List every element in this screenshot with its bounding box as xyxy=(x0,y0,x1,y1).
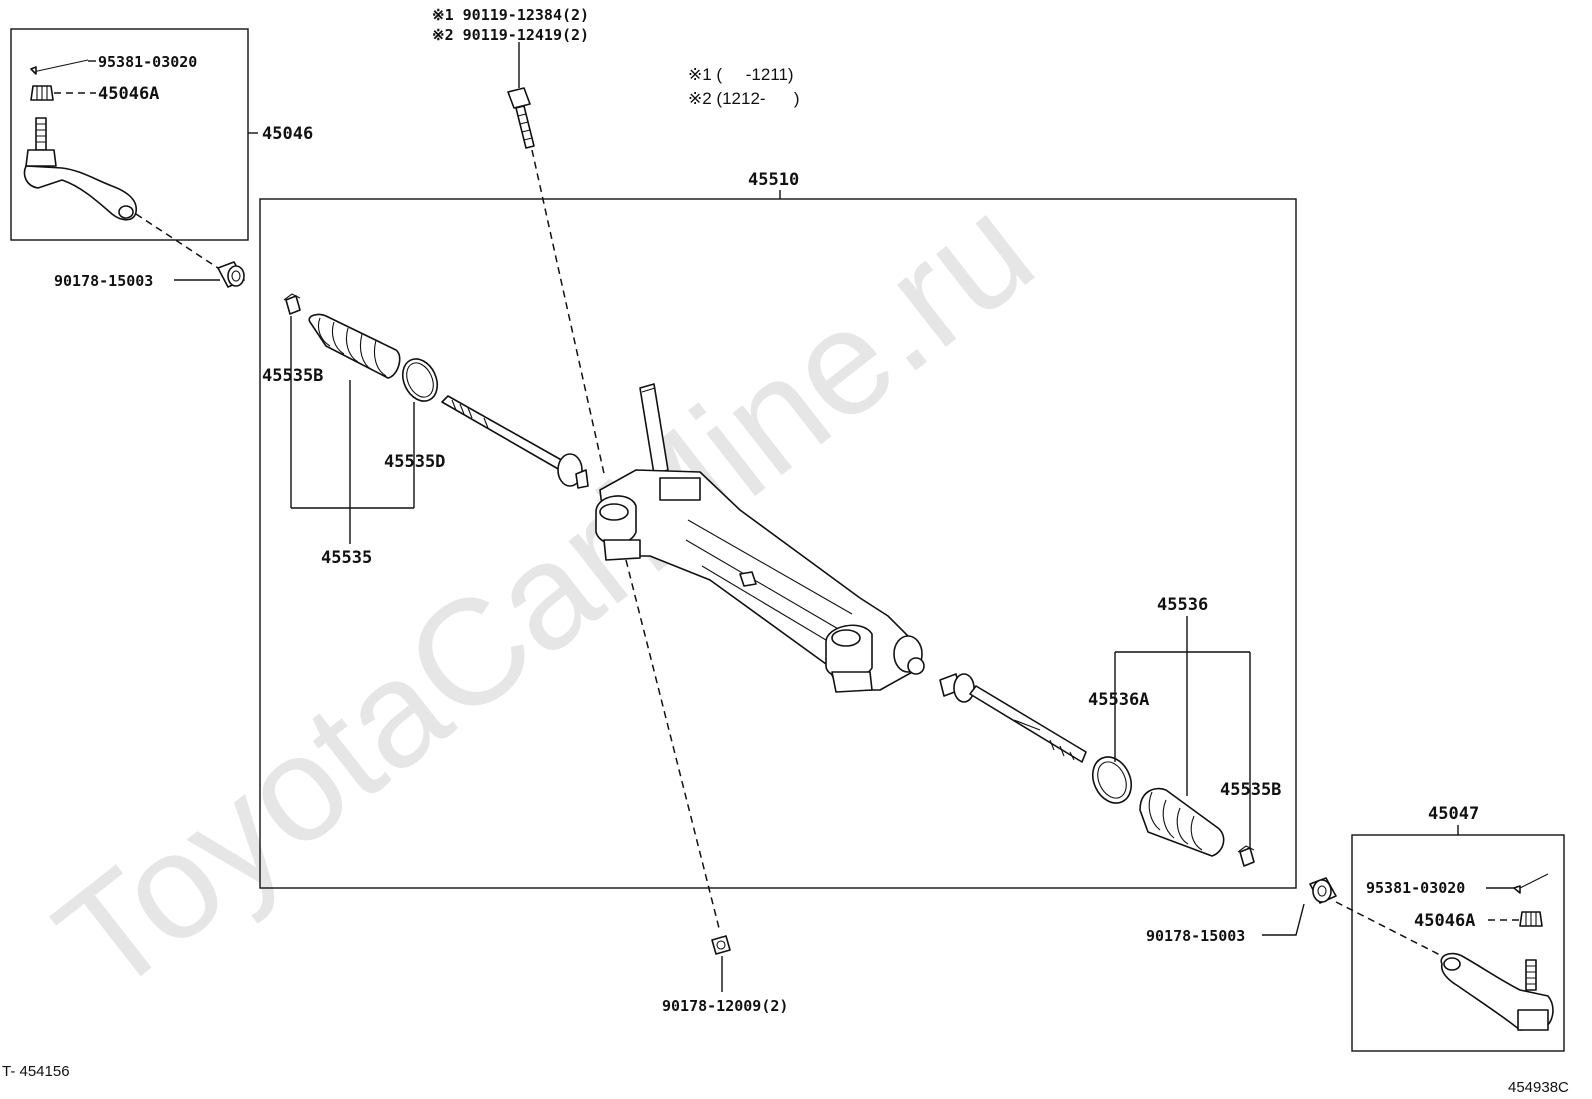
cotter-pin-right-icon xyxy=(1513,873,1549,894)
castle-nut-left-icon xyxy=(30,85,54,101)
steering-rack-housing-icon xyxy=(595,383,925,693)
label-clip-right: 45535B xyxy=(1220,780,1281,800)
label-cotter-pin-left: 95381-03020 xyxy=(98,53,197,71)
rack-boot-right-icon xyxy=(1139,787,1225,857)
rack-assembly-box xyxy=(259,198,1297,889)
castle-nut-right-icon xyxy=(1519,911,1543,927)
label-cotter-pin-right: 95381-03020 xyxy=(1366,879,1465,897)
mounting-nut-icon xyxy=(711,935,731,955)
bushing-right-icon xyxy=(1309,877,1337,904)
legend-line1: ※1 ( -1211) xyxy=(688,65,794,84)
bushing-left-icon xyxy=(217,261,245,288)
label-nut-bottom: 90178-12009(2) xyxy=(662,997,788,1015)
watermark-text: ToyotaCarMine.ru xyxy=(26,164,1062,1025)
note-bolt-line2: ※2 90119-12419(2) xyxy=(432,26,589,44)
boot-clamp-right-icon xyxy=(1091,756,1133,804)
label-nut-left: 45046A xyxy=(98,84,159,104)
inset-box-left xyxy=(10,28,249,241)
label-boot-kit-right: 45536 xyxy=(1157,595,1208,615)
label-boot-kit-left: 45535 xyxy=(321,548,372,568)
boot-clip-left-icon xyxy=(283,293,301,315)
footer-left-code: T- 454156 xyxy=(2,1063,70,1080)
boot-clip-right-icon xyxy=(1237,845,1255,867)
tie-rod-end-left-icon xyxy=(23,117,137,221)
label-clip-left: 45535B xyxy=(262,366,323,386)
cotter-pin-left-icon xyxy=(30,59,89,75)
label-bushing-left: 90178-15003 xyxy=(54,272,153,290)
tie-rod-end-right-icon xyxy=(1440,952,1554,1031)
label-bushing-right: 90178-15003 xyxy=(1146,927,1245,945)
label-nut-right: 45046A xyxy=(1414,911,1475,931)
footer-right-code: 454938C xyxy=(1508,1079,1569,1096)
label-tie-rod-end-left: 45046 xyxy=(262,124,313,144)
inner-tie-rod-right-icon xyxy=(939,673,1087,763)
legend-line2: ※2 (1212- ) xyxy=(688,89,800,108)
label-clamp-right: 45536A xyxy=(1088,690,1149,710)
inner-tie-rod-left-icon xyxy=(441,395,589,489)
label-clamp-left: 45535D xyxy=(384,452,445,472)
mounting-bolt-icon xyxy=(507,87,535,149)
rack-boot-left-icon xyxy=(308,313,401,379)
boot-clamp-left-icon xyxy=(401,358,439,402)
note-bolt-line1: ※1 90119-12384(2) xyxy=(432,6,589,24)
label-tie-rod-end-right: 45047 xyxy=(1428,804,1479,824)
label-rack-assembly: 45510 xyxy=(748,170,799,190)
